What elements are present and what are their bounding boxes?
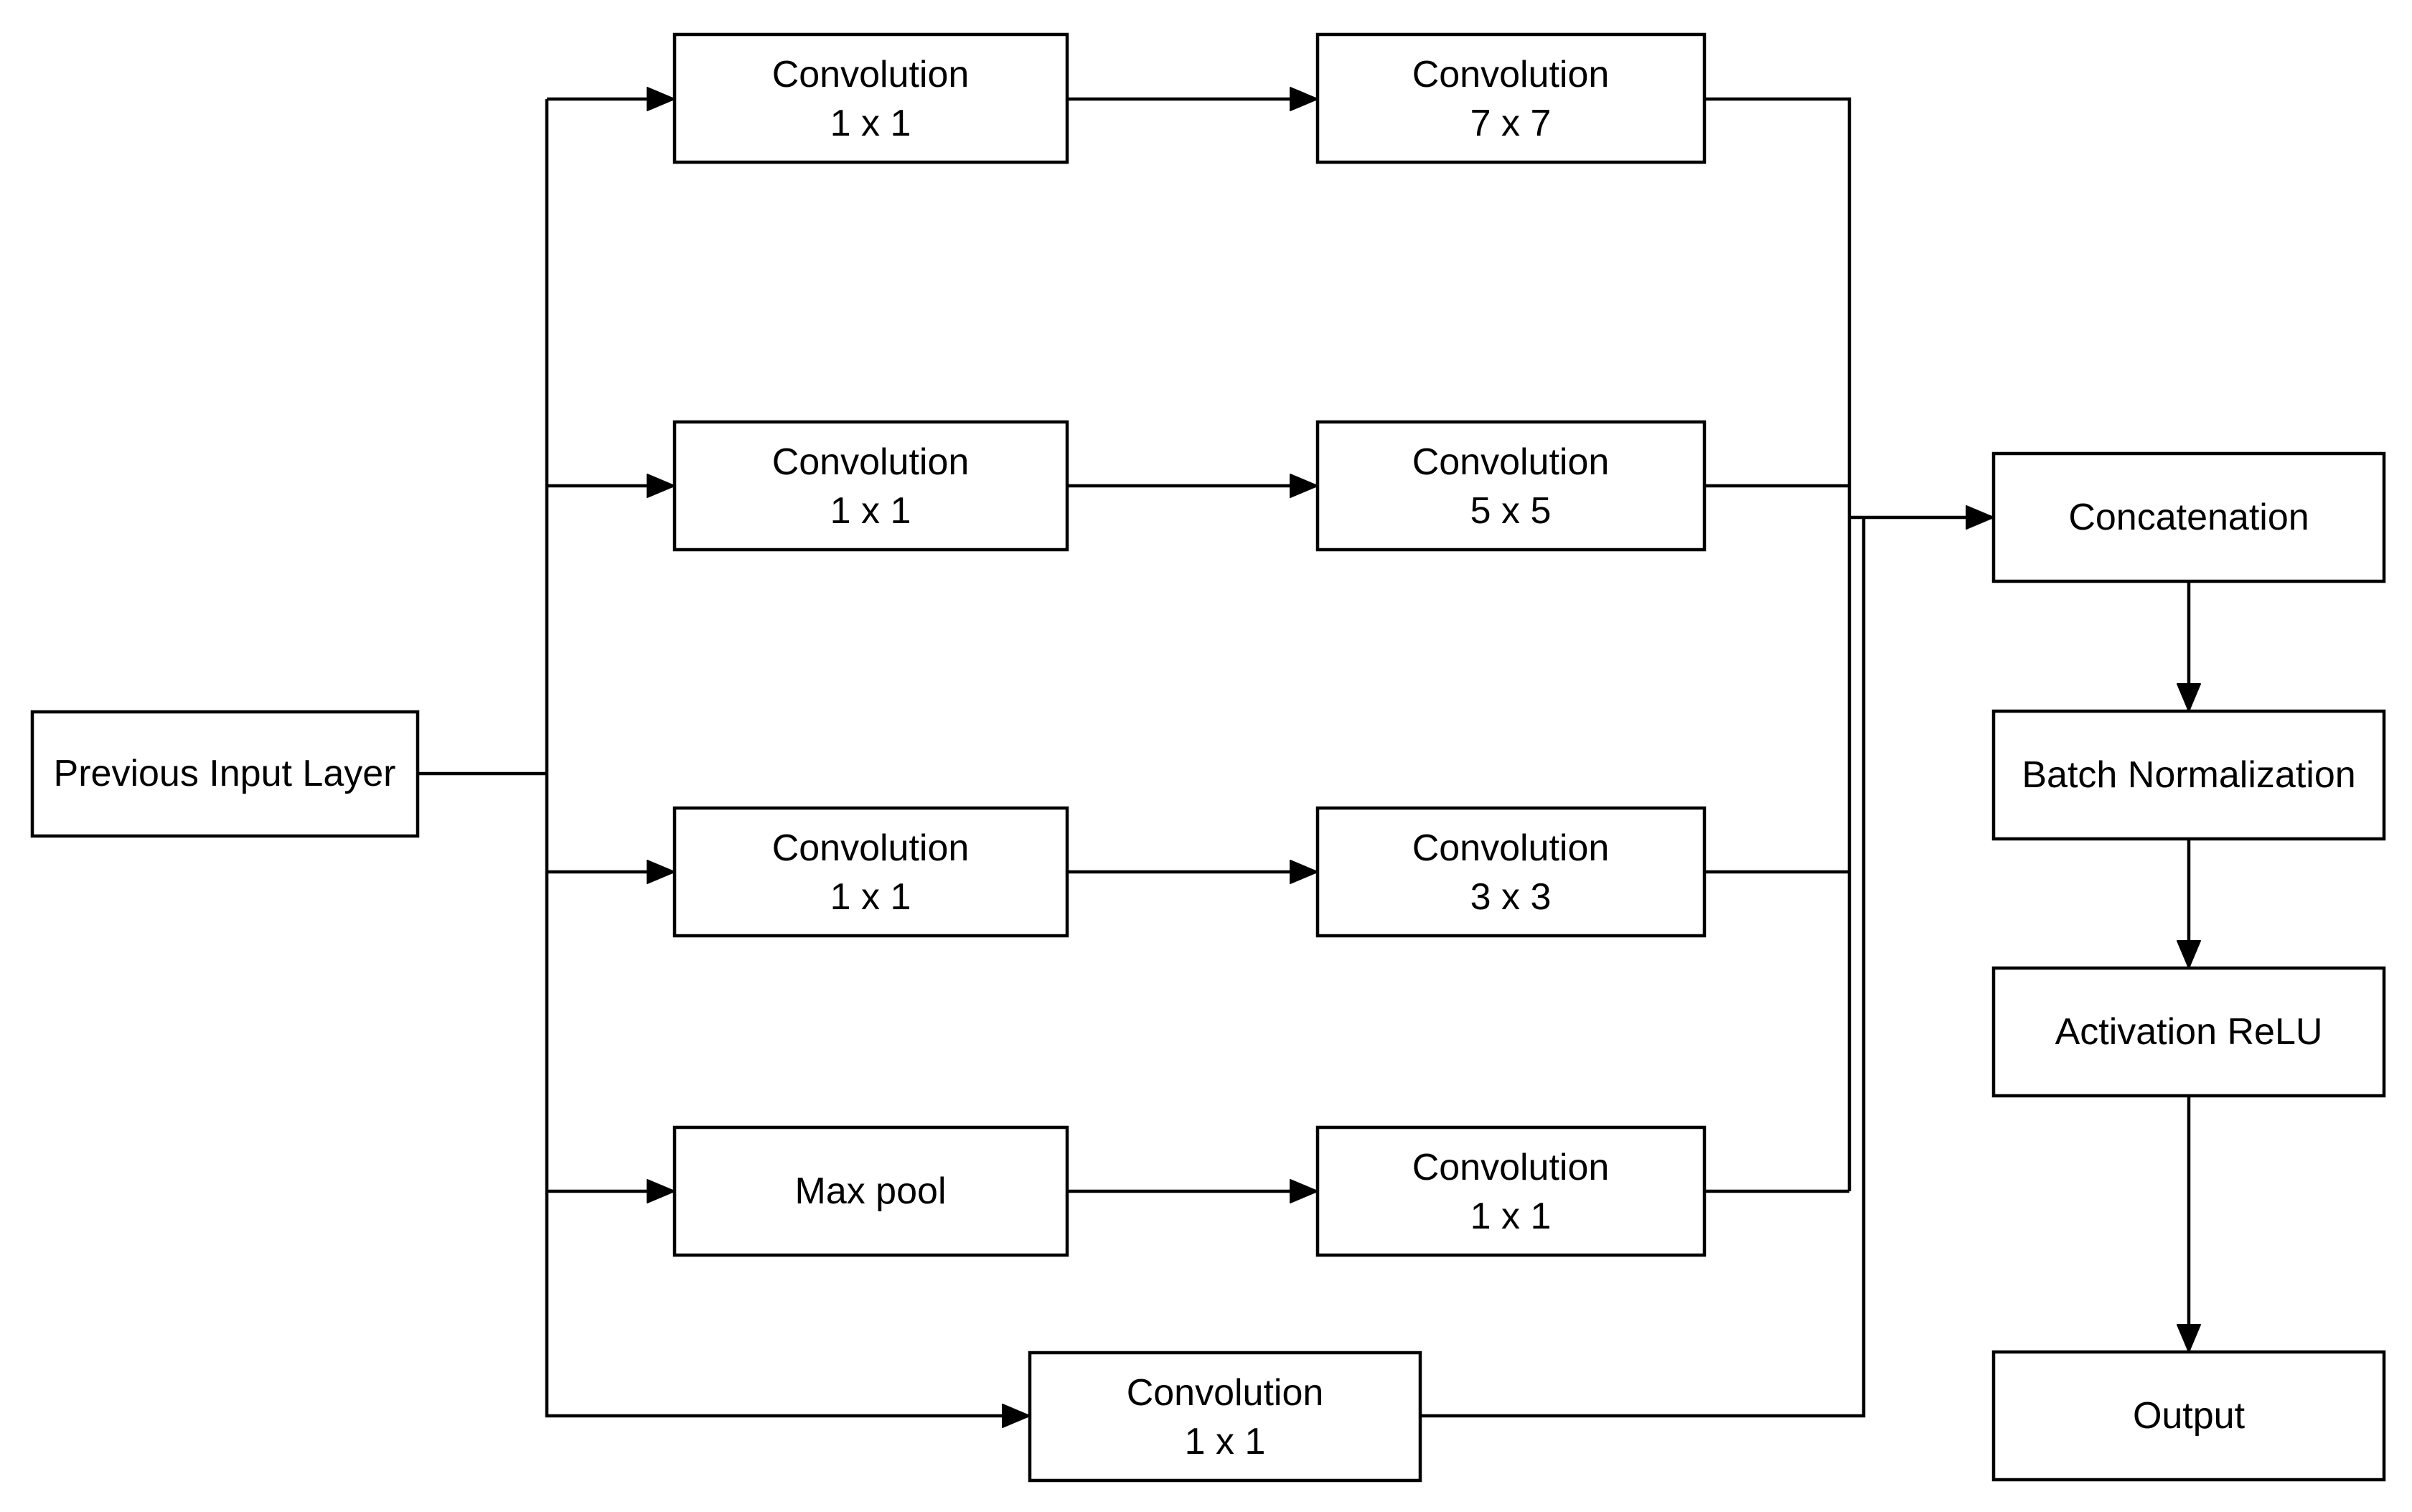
branch4-conv1x1-label-line2: 1 x 1 — [1470, 1196, 1552, 1237]
node-batch-normalization: Batch Normalization — [1991, 709, 2386, 841]
branch4-maxpool-box — [672, 1125, 1069, 1257]
branch1-conv1x1-label-line2: 1 x 1 — [830, 103, 911, 144]
node-branch1-conv1x1: Convolution 1 x 1 — [672, 32, 1069, 164]
branch2-conv1x1-box — [672, 420, 1069, 552]
node-branch1-conv7x7: Convolution 7 x 7 — [1315, 32, 1707, 164]
branch1-conv1x1-label-line1: Convolution — [772, 54, 970, 95]
activation-relu-box — [1991, 966, 2386, 1098]
branch2-conv5x5-label-line1: Convolution — [1412, 441, 1610, 483]
node-branch2-conv1x1: Convolution 1 x 1 — [672, 420, 1069, 552]
node-branch5-conv1x1: Convolution 1 x 1 — [1028, 1351, 1422, 1483]
branch4-maxpool-label: Max pool — [795, 1170, 947, 1212]
node-branch2-conv5x5: Convolution 5 x 5 — [1315, 420, 1707, 552]
branch4-conv1x1-box — [1315, 1125, 1707, 1257]
branch3-conv3x3-box — [1315, 806, 1707, 938]
branch2-conv1x1-label-line1: Convolution — [772, 441, 970, 483]
branch1-conv7x7-label-line2: 7 x 7 — [1470, 103, 1552, 144]
concatenation-label: Concatenation — [2068, 497, 2309, 538]
branch3-conv3x3-label-line1: Convolution — [1412, 827, 1610, 869]
activation-relu-label: Activation ReLU — [2055, 1011, 2323, 1053]
output-label: Output — [2133, 1395, 2246, 1437]
previous-input-layer-label: Previous Input Layer — [54, 753, 396, 794]
branch2-conv5x5-label-line2: 5 x 5 — [1470, 490, 1552, 532]
branch3-conv3x3-label-line2: 3 x 3 — [1470, 876, 1552, 918]
edges-layer — [418, 87, 2201, 1428]
batch-normalization-box — [1991, 709, 2386, 841]
node-branch4-conv1x1: Convolution 1 x 1 — [1315, 1125, 1707, 1257]
branch1-conv7x7-box — [1315, 32, 1707, 164]
branch1-conv1x1-box — [672, 32, 1069, 164]
batch-normalization-label: Batch Normalization — [2022, 754, 2355, 796]
concatenation-box — [1991, 451, 2386, 583]
branch5-conv1x1-box — [1028, 1351, 1422, 1483]
branch1-conv7x7-label-line1: Convolution — [1412, 54, 1610, 95]
edge-branch1-to-merge — [1704, 97, 1852, 1191]
node-concatenation: Concatenation — [1991, 451, 2386, 583]
node-activation-relu: Activation ReLU — [1991, 966, 2386, 1098]
nodes-layer: Previous Input Layer Convolution 1 x 1 C… — [30, 32, 2386, 1483]
branch5-conv1x1-label-line1: Convolution — [1127, 1372, 1324, 1414]
node-branch3-conv1x1: Convolution 1 x 1 — [672, 806, 1069, 938]
branch5-conv1x1-label-line2: 1 x 1 — [1185, 1421, 1266, 1462]
branch2-conv5x5-box — [1315, 420, 1707, 552]
branch3-conv1x1-label-line1: Convolution — [772, 827, 970, 869]
previous-input-layer-box — [30, 710, 420, 838]
branch3-conv1x1-box — [672, 806, 1069, 938]
branch4-conv1x1-label-line1: Convolution — [1412, 1147, 1610, 1188]
node-branch3-conv3x3: Convolution 3 x 3 — [1315, 806, 1707, 938]
edge-split-to-branch5 — [545, 99, 1031, 1428]
node-output: Output — [1991, 1350, 2386, 1482]
node-previous-input-layer: Previous Input Layer — [30, 710, 420, 838]
branch3-conv1x1-label-line2: 1 x 1 — [830, 876, 911, 918]
output-box — [1991, 1350, 2386, 1482]
node-branch4-maxpool: Max pool — [672, 1125, 1069, 1257]
edge-branch5-to-merge — [1420, 517, 1866, 1418]
branch2-conv1x1-label-line2: 1 x 1 — [830, 490, 911, 532]
